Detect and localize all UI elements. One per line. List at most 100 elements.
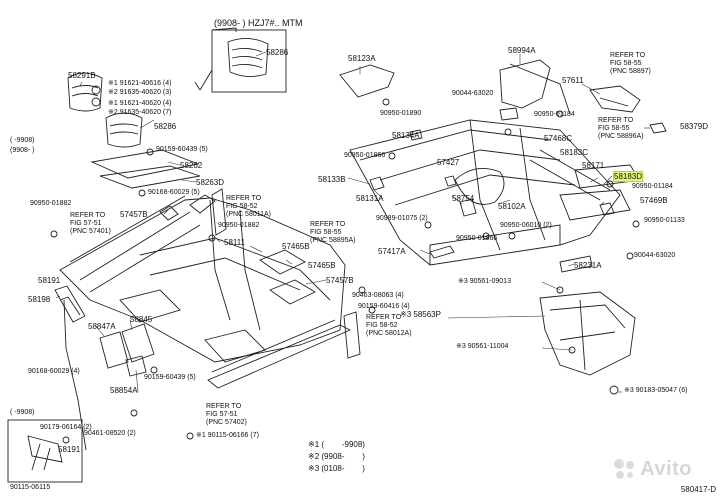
- part-label-58754[interactable]: 58754: [452, 194, 475, 203]
- part-label-57457b[interactable]: 57457B: [120, 210, 148, 219]
- part-label-90461-08520[interactable]: 90461-08520 (2): [84, 430, 136, 437]
- figure-code: 580417-D: [680, 485, 716, 494]
- part-label-90179-06164[interactable]: 90179-06164 (2): [40, 424, 92, 431]
- part-label-90950-01184-a[interactable]: 90950-01184: [534, 111, 575, 118]
- part-label-90950-01890[interactable]: 90950-01890: [380, 110, 422, 117]
- part-label-90168-60029-b[interactable]: 90168-60029 (4): [28, 368, 80, 375]
- part-label-91621-40620[interactable]: ※1 91621-40620 (4): [108, 100, 172, 107]
- part-label-58379d[interactable]: 58379D: [680, 122, 709, 131]
- part-label-57457b-2[interactable]: 57457B: [326, 276, 354, 285]
- part-label-58134a[interactable]: 58134A: [392, 131, 420, 140]
- legend-text-1: ( -9908): [321, 440, 365, 449]
- inset-frame: [211, 27, 237, 32]
- part-label-90950-01866-a[interactable]: 90950-01866: [344, 152, 386, 159]
- part-label-58291b[interactable]: 58291B: [68, 71, 96, 80]
- range-label-1: ( -9908): [10, 137, 35, 144]
- part-label-58854a[interactable]: 58854A: [110, 386, 138, 395]
- refer-fig-58-55-58895a[interactable]: REFER TO FIG 58-55 (PNC 58895A): [310, 221, 356, 244]
- part-label-91621-40616[interactable]: ※1 91621-40616 (4): [108, 80, 172, 87]
- part-label-90561-11004[interactable]: ※3 90561-11004: [456, 343, 509, 350]
- part-label-90561-09013[interactable]: ※3 90561-09013: [458, 278, 511, 285]
- legend-mark-2: ※2: [308, 452, 320, 461]
- part-label-58133b[interactable]: 58133B: [318, 175, 346, 184]
- part-label-90950-01866-b[interactable]: 90950-01866: [456, 235, 498, 242]
- part-label-90950-01882-a[interactable]: 90950-01882: [30, 200, 72, 207]
- part-label-90115-06115[interactable]: 90115-06115: [10, 484, 51, 491]
- front-floor-pan: [59, 197, 346, 363]
- part-label-90950-01882-b[interactable]: 90950-01882: [218, 222, 260, 229]
- part-label-90950-01133[interactable]: 90950-01133: [644, 217, 685, 224]
- range-label-3: ( -9908): [10, 409, 35, 416]
- part-label-90950-01184-b[interactable]: 90950-01184: [632, 183, 673, 190]
- part-label-58171[interactable]: 58171: [582, 161, 605, 170]
- part-label-90044-63020-a[interactable]: 90044-63020: [452, 90, 494, 97]
- protector-58563p: [539, 291, 636, 376]
- part-label-58286[interactable]: 58286: [154, 122, 177, 131]
- part-label-58263d[interactable]: 58263D: [196, 178, 225, 187]
- boot-top-inset: [227, 38, 269, 77]
- part-label-57465b[interactable]: 57465B: [282, 242, 310, 251]
- part-label-58191[interactable]: 58191: [38, 276, 61, 285]
- part-label-57427[interactable]: 57427: [437, 158, 460, 167]
- avito-watermark: Avito: [614, 458, 692, 481]
- part-label-90159-60416[interactable]: 90159-60416 (4): [358, 303, 410, 310]
- bracket-58231a: [559, 255, 593, 273]
- refer-fig-57-51-57402[interactable]: REFER TO FIG 57-51 (PNC 57402): [206, 403, 247, 426]
- refer-fig-57-51-57401[interactable]: REFER TO FIG 57-51 (PNC 57401): [70, 212, 111, 235]
- part-label-90159-60439-a[interactable]: 90159-60439 (5): [156, 146, 208, 153]
- bracket-58845: [121, 323, 155, 363]
- part-label-57465b-2[interactable]: 57465B: [308, 261, 336, 270]
- part-label-58847a[interactable]: 58847A: [88, 322, 116, 331]
- part-label-58563p[interactable]: ※3 58563P: [400, 310, 441, 319]
- refer-fig-58-55-58897[interactable]: REFER TO FIG 58-55 (PNC 58897): [610, 52, 651, 75]
- bracket-58123a: [339, 64, 395, 98]
- part-label-90168-60029-a[interactable]: 90168-60029 (5): [148, 189, 200, 196]
- part-label-90183-05047[interactable]: ※3 90183-05047 (6): [624, 387, 688, 394]
- plate-58263d: [99, 165, 201, 189]
- bracket-58191: [54, 285, 86, 323]
- refer-fig-58-52-58011a[interactable]: REFER TO FIG 58-52 (PNC 58011A): [226, 195, 272, 218]
- part-label-57417a[interactable]: 57417A: [378, 247, 406, 256]
- legend-mark-1: ※1: [308, 440, 320, 449]
- part-label-58994a[interactable]: 58994A: [508, 46, 536, 55]
- header-variant: (9908- ) HZJ7#.. MTM: [214, 18, 303, 28]
- part-label-91635-40620[interactable]: ※2 91635-40620 (3): [108, 89, 172, 96]
- part-label-57611[interactable]: 57611: [562, 76, 584, 85]
- legend-row-1: ※1 ( -9908): [308, 440, 365, 449]
- part-label-57469b[interactable]: 57469B: [640, 196, 668, 205]
- part-label-91635-40620-b[interactable]: ※2 91635-40620 (7): [108, 109, 172, 116]
- part-label-90989-01075[interactable]: 90989-01075 (2): [376, 215, 428, 222]
- part-label-58198[interactable]: 58198: [28, 295, 51, 304]
- part-label-58191-b[interactable]: 58191: [58, 445, 81, 454]
- part-label-58845[interactable]: 58845: [130, 315, 153, 324]
- part-label-57468c[interactable]: 57468C: [544, 134, 573, 143]
- inset-box-lower: [7, 419, 83, 483]
- legend-text-2: (9908- ): [321, 452, 365, 461]
- part-label-90115-06166[interactable]: ※1 90115-06166 (7): [196, 432, 259, 439]
- part-label-58262[interactable]: 58262: [180, 161, 203, 170]
- legend-row-3: ※3 (0108- ): [308, 464, 365, 473]
- part-label-58111[interactable]: 58111: [224, 238, 246, 247]
- avito-logo-text: Avito: [640, 458, 692, 480]
- range-label-2: (9908- ): [10, 147, 35, 154]
- part-label-90463-08063[interactable]: 90463-08063 (4): [352, 292, 404, 299]
- bracket-58847a: [99, 331, 129, 369]
- part-label-90950-06010[interactable]: 90950-06010 (2): [500, 222, 552, 229]
- part-label-58183c[interactable]: 58183C: [560, 148, 589, 157]
- refer-fig-58-55-58896a[interactable]: REFER TO FIG 58-55 (PNC 58896A): [598, 117, 644, 140]
- part-label-58231a[interactable]: 58231A: [574, 261, 602, 270]
- part-label-58123a[interactable]: 58123A: [348, 54, 376, 63]
- inset-box: [211, 29, 287, 93]
- part-label-58183d-highlighted[interactable]: 58183D: [612, 171, 644, 182]
- part-label-90044-63020-b[interactable]: 90044-63020: [634, 252, 676, 259]
- rear-floor-pan: [349, 119, 621, 266]
- refer-fig-58-52-58012a[interactable]: REFER TO FIG 58-52 (PNC 58012A): [366, 314, 412, 337]
- part-label-58102a[interactable]: 58102A: [498, 202, 526, 211]
- bracket-58994a: [499, 59, 551, 109]
- part-label-90159-60439-b[interactable]: 90159-60439 (5): [144, 374, 196, 381]
- part-label-58286-inset[interactable]: 58286: [266, 48, 289, 57]
- part-label-58131a[interactable]: 58131A: [356, 194, 384, 203]
- rocker-left: [207, 324, 352, 389]
